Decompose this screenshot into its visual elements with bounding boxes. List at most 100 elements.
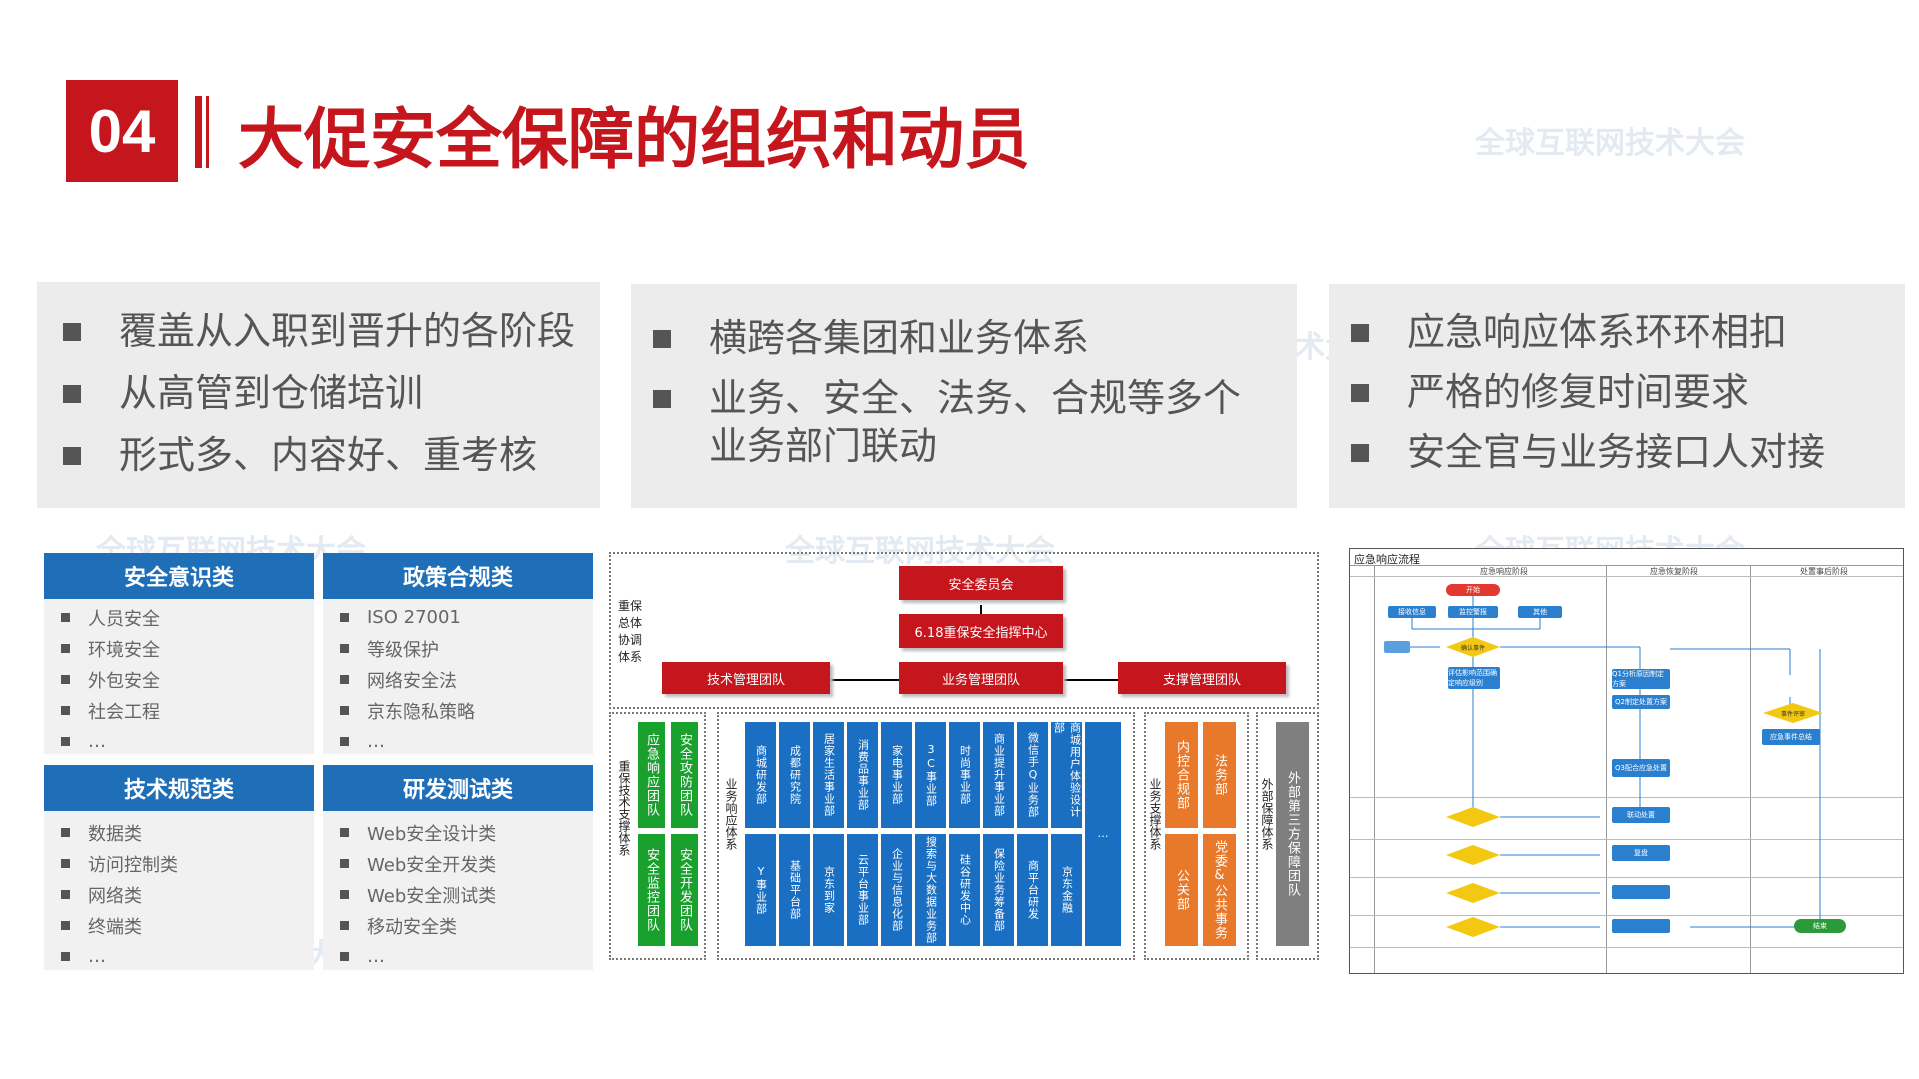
category-item: 京东隐私策略 <box>323 695 593 726</box>
flow-start-label: 开始 <box>1466 586 1480 594</box>
flow-decision-node <box>1446 637 1500 657</box>
flow-decision-node <box>1446 807 1500 827</box>
phase-label: 应急恢复阶段 <box>1650 567 1698 576</box>
bullet-square-icon <box>1351 324 1369 342</box>
bullet-panel-training: 覆盖从入职到晋升的各阶段 从高管到仓储培训 形式多、内容好、重考核 <box>37 282 600 508</box>
bullet-square-icon <box>61 706 70 715</box>
org-dept-box: 成都研究院 <box>779 722 810 828</box>
category-item: Web安全开发类 <box>323 848 593 879</box>
category-card-awareness: 安全意识类 人员安全 环境安全 外包安全 社会工程 … <box>44 553 314 754</box>
page-title: 大促安全保障的组织和动员 <box>238 101 1030 178</box>
flow-node <box>1384 641 1410 653</box>
bullet-square-icon <box>340 706 349 715</box>
org-dept-box: 搜索与大数据业务部 <box>915 834 946 946</box>
flow-node: 应急事件总结 <box>1762 729 1820 745</box>
bullet-square-icon <box>61 737 70 746</box>
org-side-label: 业务响应体系 <box>724 778 738 850</box>
org-tech-support-area <box>609 712 706 960</box>
flow-decision-node <box>1446 917 1500 937</box>
bullet-square-icon <box>63 447 81 465</box>
org-support-box: 内控合规部 <box>1165 722 1198 828</box>
title-divider <box>195 96 202 168</box>
bullet-item: 横跨各集团和业务体系 <box>653 314 1273 362</box>
org-node-command-center: 6.18重保安全指挥中心 <box>899 614 1063 648</box>
flow-node: 接收信息 <box>1388 606 1436 618</box>
org-dept-box: 云平台事业部 <box>847 834 878 946</box>
bullet-square-icon <box>340 675 349 684</box>
flow-node <box>1612 919 1670 933</box>
category-item: 移动安全类 <box>323 910 593 941</box>
phase-label: 处置事后阶段 <box>1800 567 1848 576</box>
flow-decision-label: 确认事件 <box>1460 644 1485 652</box>
flow-node: 复盘 <box>1612 845 1670 861</box>
org-dept-box: 企业与信息化部 <box>881 834 912 946</box>
flow-node: 其他 <box>1518 606 1562 618</box>
category-card-technical: 技术规范类 数据类 访问控制类 网络类 终端类 … <box>44 765 314 970</box>
org-dept-box: 时尚事业部 <box>949 722 980 828</box>
category-item: … <box>323 726 593 757</box>
org-side-label: 重保技术支撑体系 <box>617 760 631 856</box>
org-coordination-area <box>609 552 1319 709</box>
bullet-item: 安全官与业务接口人对接 <box>1351 428 1825 476</box>
bullet-square-icon <box>61 675 70 684</box>
flow-decision-node <box>1446 845 1500 865</box>
bullet-square-icon <box>340 613 349 622</box>
bullet-square-icon <box>340 890 349 899</box>
flow-decision-label: 事件评审 <box>1780 710 1805 718</box>
bullet-item: 从高管到仓储培训 <box>63 369 575 417</box>
org-dept-box: 京东到家 <box>813 834 844 946</box>
flow-decision-node <box>1446 883 1500 903</box>
org-dept-box-more: … <box>1085 722 1121 946</box>
bullet-item: 应急响应体系环环相扣 <box>1351 308 1825 356</box>
org-team-box: 安全攻防团队 <box>671 722 698 828</box>
bullet-square-icon <box>61 921 70 930</box>
org-team-box: 安全开发团队 <box>671 834 698 946</box>
bullet-square-icon <box>340 737 349 746</box>
org-node-tech-team: 技术管理团队 <box>662 662 830 694</box>
org-node-support-team: 支撑管理团队 <box>1118 662 1286 694</box>
response-flowchart: 应急响应流程 应急响应阶段 应急恢复阶段 处置事后阶段 <box>1349 548 1904 974</box>
org-support-box: 党委&公共事务 <box>1203 834 1236 946</box>
flow-end-label: 结束 <box>1813 922 1827 930</box>
bullet-item: 严格的修复时间要求 <box>1351 368 1825 416</box>
flow-node: Q1分析原因制定方案 <box>1612 669 1670 689</box>
category-item: … <box>44 726 314 757</box>
org-business-area <box>717 712 1135 960</box>
org-team-box: 安全监控团队 <box>638 834 665 946</box>
bullet-square-icon <box>653 330 671 348</box>
bullet-square-icon <box>61 890 70 899</box>
bullet-square-icon <box>63 323 81 341</box>
category-item: 社会工程 <box>44 695 314 726</box>
phase-label: 应急响应阶段 <box>1480 567 1528 576</box>
section-number: 04 <box>66 80 178 182</box>
org-dept-box: 商城研发部 <box>745 722 776 828</box>
org-dept-box: Y事业部 <box>745 834 776 946</box>
category-item: Web安全设计类 <box>323 817 593 848</box>
flowchart-connectors <box>1410 596 1821 928</box>
category-item: 数据类 <box>44 817 314 848</box>
flow-node: 评估影响范围确定响应级别 <box>1448 667 1500 689</box>
title-divider <box>206 96 209 168</box>
category-item: 访问控制类 <box>44 848 314 879</box>
flow-start-node <box>1446 584 1500 596</box>
category-item: ISO 27001 <box>323 602 593 633</box>
bullet-panel-organization: 横跨各集团和业务体系 业务、安全、法务、合规等多个业务部门联动 <box>631 284 1297 508</box>
bullet-square-icon <box>340 921 349 930</box>
flow-node: Q2制定处置方案 <box>1612 695 1670 709</box>
bullet-square-icon <box>61 952 70 961</box>
org-dept-box: 微信手Q业务部 <box>1017 722 1048 828</box>
category-item: 环境安全 <box>44 633 314 664</box>
org-dept-box: 保险业务筹备部 <box>983 834 1014 946</box>
org-external-area <box>1256 712 1319 960</box>
org-dept-box: 基础平台部 <box>779 834 810 946</box>
category-item: 网络类 <box>44 879 314 910</box>
category-item: 等级保护 <box>323 633 593 664</box>
category-card-policy: 政策合规类 ISO 27001 等级保护 网络安全法 京东隐私策略 … <box>323 553 593 754</box>
org-dept-box: 商城用户体验设计部 <box>1051 722 1082 828</box>
category-item: 网络安全法 <box>323 664 593 695</box>
bullet-square-icon <box>1351 444 1369 462</box>
category-item: … <box>44 941 314 972</box>
category-card-devtest: 研发测试类 Web安全设计类 Web安全开发类 Web安全测试类 移动安全类 … <box>323 765 593 970</box>
flow-decision-node <box>1763 703 1823 723</box>
org-dept-box: 居家生活事业部 <box>813 722 844 828</box>
